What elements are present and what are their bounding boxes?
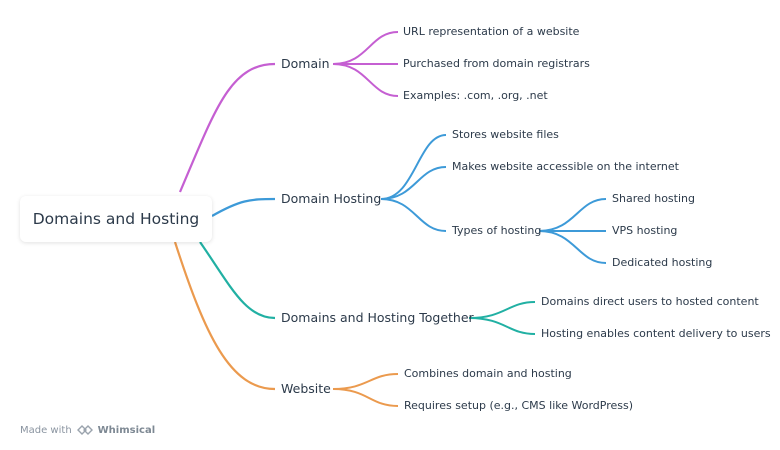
connectors-domain [332, 31, 399, 97]
connectors-hosting-types [538, 198, 607, 264]
branch-website[interactable]: Website [281, 381, 331, 396]
node-dedicated-hosting[interactable]: Dedicated hosting [612, 256, 713, 269]
node-domains-direct-users[interactable]: Domains direct users to hosted content [541, 295, 759, 308]
connector-root-hosting [211, 197, 276, 217]
node-stores-files[interactable]: Stores website files [452, 128, 559, 141]
node-purchased-registrars[interactable]: Purchased from domain registrars [403, 57, 590, 70]
connectors-website [332, 373, 399, 407]
branch-domains-and-hosting-together[interactable]: Domains and Hosting Together [281, 310, 474, 325]
root-label: Domains and Hosting [32, 210, 200, 228]
connector-root-domain [178, 62, 276, 193]
branch-domain[interactable]: Domain [281, 56, 330, 71]
made-with-text: Made with [20, 424, 72, 436]
node-makes-accessible[interactable]: Makes website accessible on the internet [452, 160, 679, 173]
node-types-of-hosting[interactable]: Types of hosting [452, 224, 542, 237]
connector-root-website [173, 241, 276, 391]
whimsical-brand-text: Whimsical [97, 424, 156, 436]
node-examples-tlds[interactable]: Examples: .com, .org, .net [403, 89, 548, 102]
made-with-badge[interactable]: Made with Whimsical [20, 424, 155, 436]
node-combines-domain-hosting[interactable]: Combines domain and hosting [404, 367, 572, 380]
node-requires-setup[interactable]: Requires setup (e.g., CMS like WordPress… [404, 399, 634, 412]
root-node[interactable]: Domains and Hosting [20, 196, 212, 242]
connector-root-together [199, 241, 276, 320]
connectors-hosting [380, 134, 447, 232]
whimsical-logo-icon [76, 425, 93, 435]
node-hosting-enables-delivery[interactable]: Hosting enables content delivery to user… [541, 327, 771, 340]
node-url-representation[interactable]: URL representation of a website [403, 25, 580, 38]
node-vps-hosting[interactable]: VPS hosting [612, 224, 678, 237]
node-shared-hosting[interactable]: Shared hosting [612, 192, 695, 205]
connectors-together [468, 301, 536, 335]
branch-domain-hosting[interactable]: Domain Hosting [281, 191, 382, 206]
